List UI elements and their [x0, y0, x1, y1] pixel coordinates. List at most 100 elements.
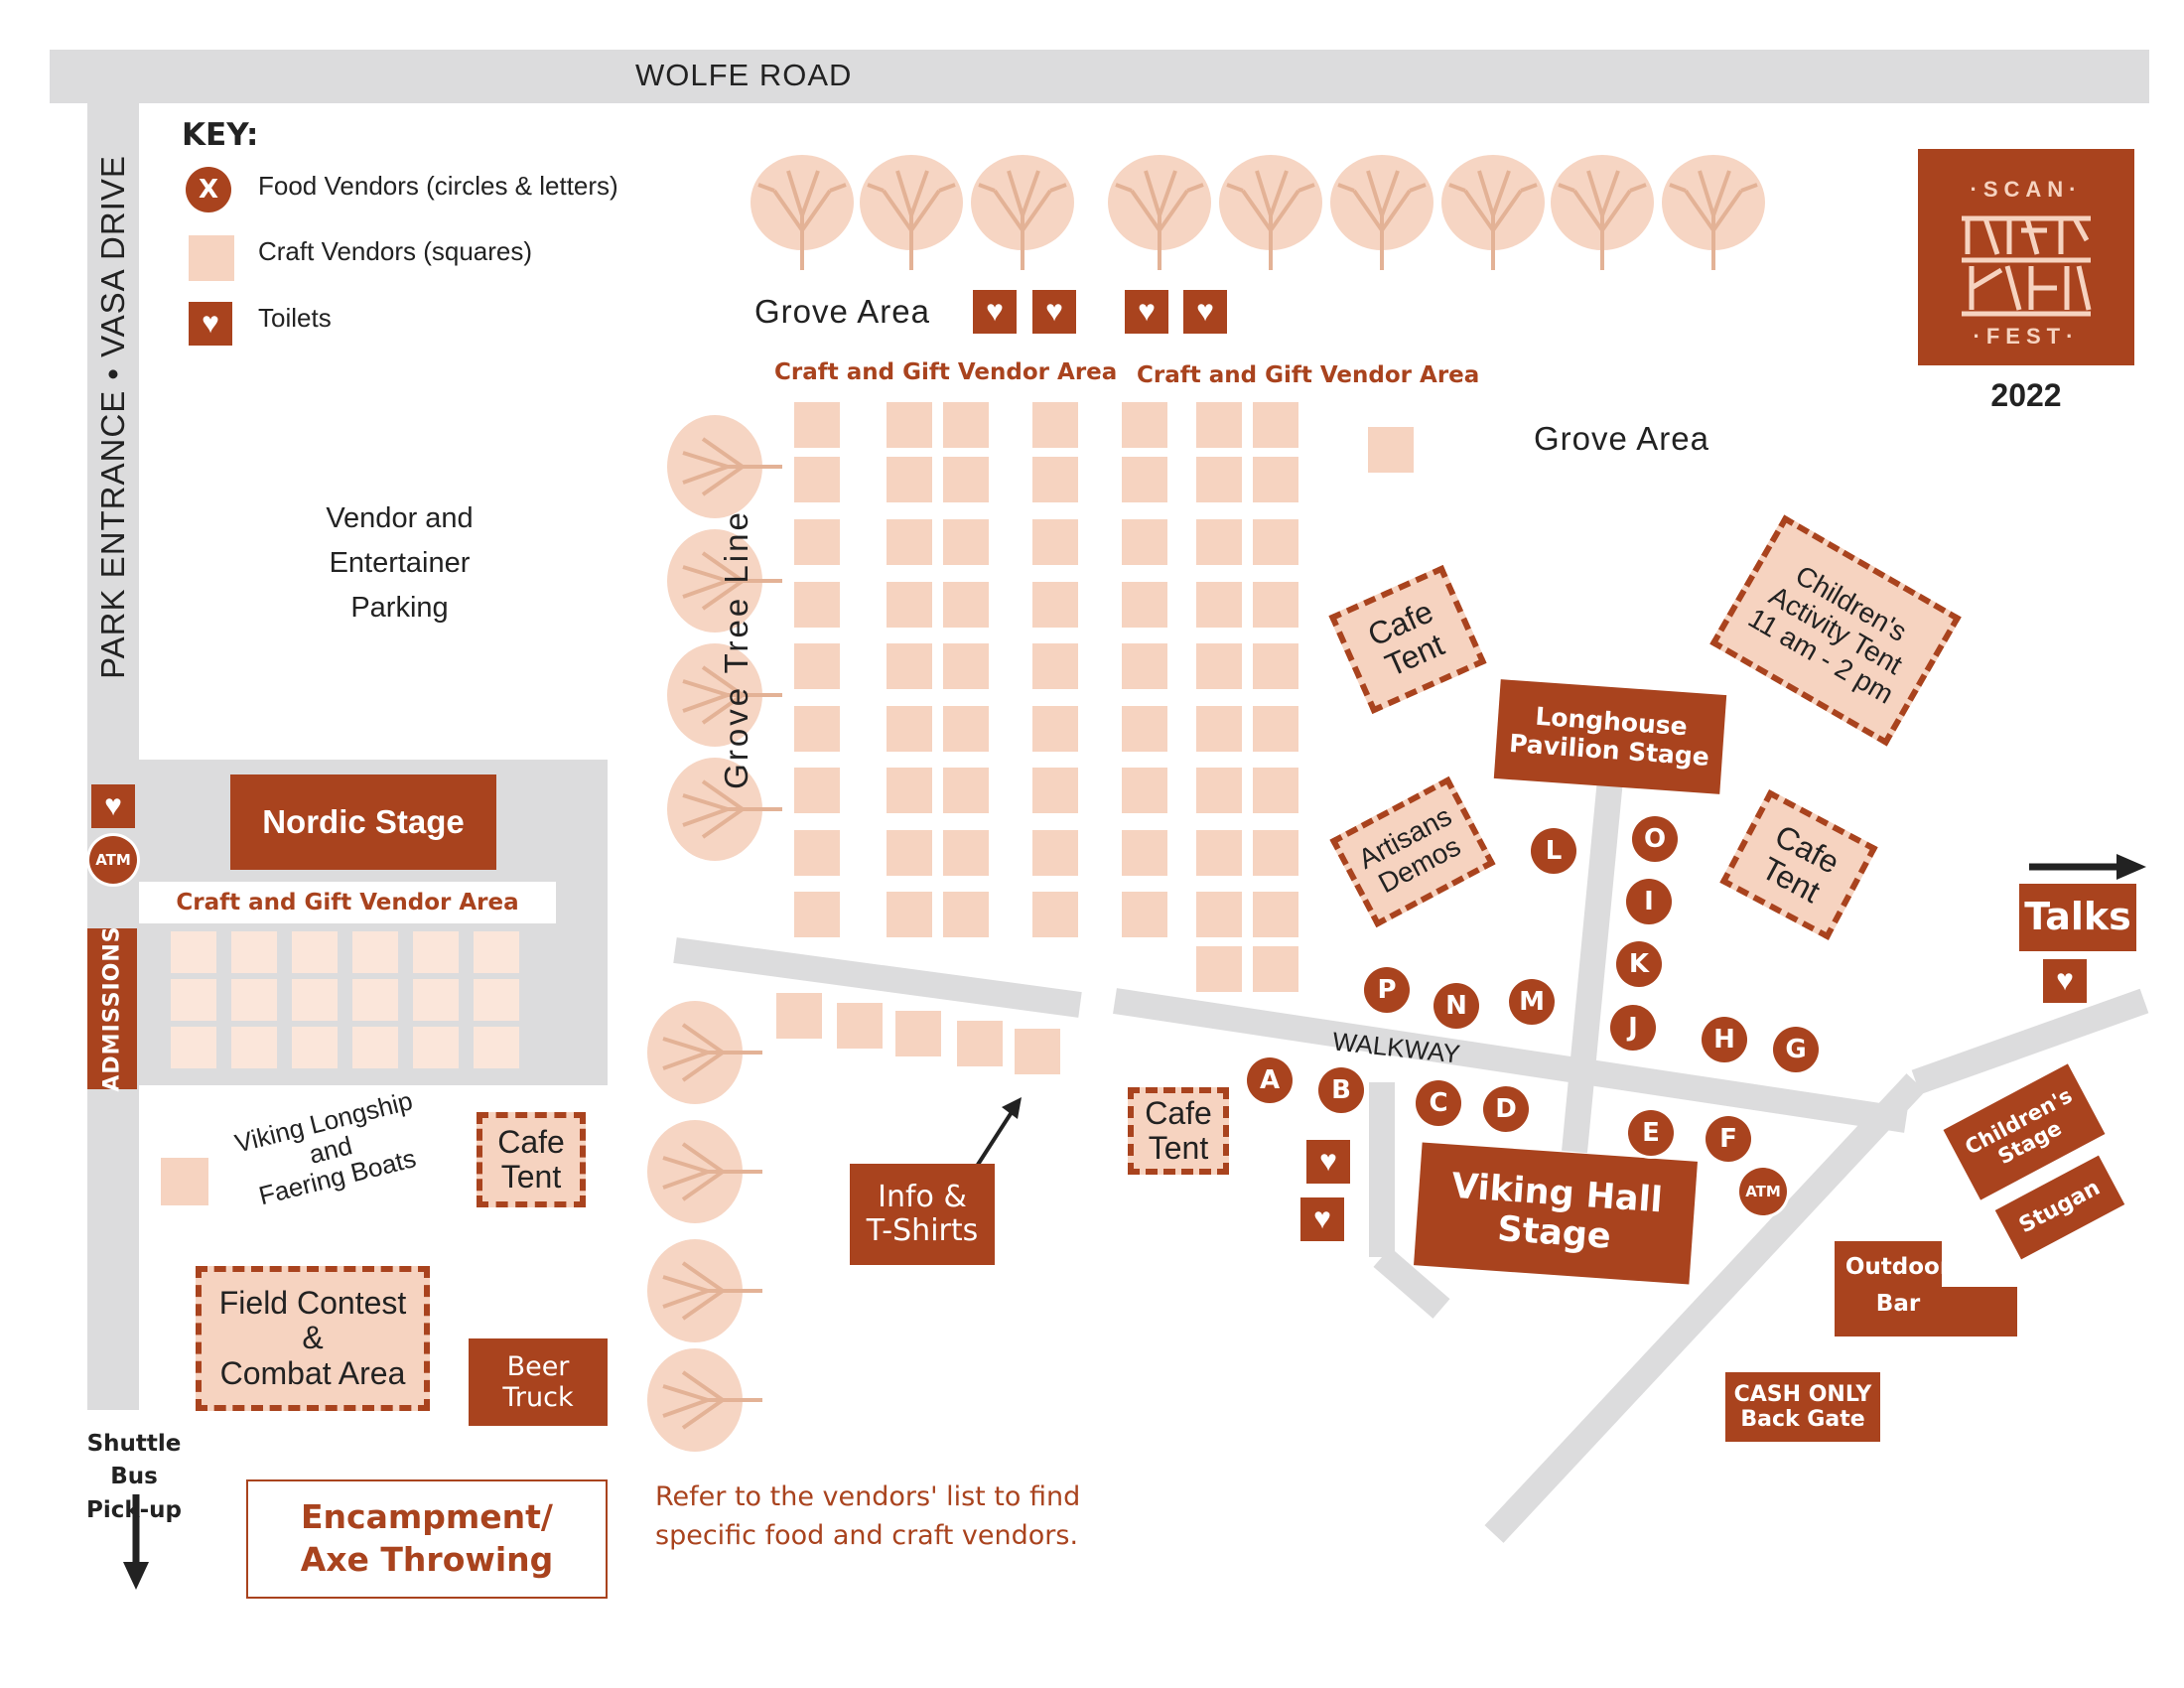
- food-vendor-h[interactable]: H: [1702, 1017, 1747, 1062]
- viking-hall-stage[interactable]: Viking Hall Stage: [1414, 1142, 1698, 1285]
- craft-vendor-square[interactable]: [1032, 582, 1078, 628]
- craft-vendor-square[interactable]: [794, 706, 840, 752]
- craft-vendor-square[interactable]: [943, 768, 989, 813]
- food-vendor-i[interactable]: I: [1626, 879, 1672, 924]
- admissions[interactable]: ADMISSIONS: [87, 925, 137, 1092]
- food-vendor-m[interactable]: M: [1509, 979, 1555, 1025]
- craft-vendor-square[interactable]: [1196, 582, 1242, 628]
- craft-vendor-square[interactable]: [943, 643, 989, 689]
- craft-vendor-square[interactable]: [1015, 1029, 1060, 1074]
- nordic-craft-square[interactable]: [352, 931, 398, 973]
- craft-vendor-square[interactable]: [1253, 830, 1298, 876]
- nordic-craft-square[interactable]: [413, 931, 459, 973]
- food-vendor-e[interactable]: E: [1628, 1110, 1674, 1156]
- craft-vendor-square[interactable]: [794, 457, 840, 502]
- craft-vendor-square[interactable]: [1253, 643, 1298, 689]
- food-vendor-k[interactable]: K: [1616, 941, 1662, 987]
- nordic-craft-square[interactable]: [231, 931, 277, 973]
- craft-vendor-square[interactable]: [943, 892, 989, 937]
- food-vendor-o[interactable]: O: [1632, 816, 1678, 862]
- craft-vendor-square[interactable]: [887, 402, 932, 448]
- nordic-craft-square[interactable]: [474, 979, 519, 1021]
- craft-vendor-square[interactable]: [887, 892, 932, 937]
- craft-vendor-square[interactable]: [1032, 643, 1078, 689]
- encampment-axe-throwing[interactable]: Encampment/ Axe Throwing: [246, 1479, 608, 1599]
- craft-vendor-square[interactable]: [1122, 892, 1167, 937]
- food-vendor-n[interactable]: N: [1433, 983, 1479, 1029]
- talks-venue[interactable]: Talks: [2019, 884, 2136, 951]
- craft-vendor-square[interactable]: [1196, 457, 1242, 502]
- craft-vendor-square[interactable]: [1122, 706, 1167, 752]
- food-vendor-f[interactable]: F: [1706, 1116, 1751, 1162]
- food-vendor-d[interactable]: D: [1483, 1086, 1529, 1132]
- craft-vendor-square[interactable]: [794, 892, 840, 937]
- craft-vendor-square[interactable]: [1368, 427, 1414, 473]
- craft-vendor-square[interactable]: [1196, 402, 1242, 448]
- craft-vendor-square[interactable]: [887, 582, 932, 628]
- food-vendor-l[interactable]: L: [1531, 828, 1576, 874]
- nordic-craft-square[interactable]: [413, 979, 459, 1021]
- food-vendor-j[interactable]: J: [1610, 1005, 1656, 1051]
- craft-vendor-square[interactable]: [1196, 643, 1242, 689]
- craft-vendor-square[interactable]: [794, 519, 840, 565]
- craft-vendor-square[interactable]: [887, 830, 932, 876]
- cash-only-back-gate[interactable]: CASH ONLY Back Gate: [1725, 1372, 1880, 1442]
- beer-truck[interactable]: Beer Truck: [469, 1338, 608, 1426]
- food-vendor-c[interactable]: C: [1416, 1080, 1461, 1126]
- cafe-tent-4[interactable]: Cafe Tent: [1128, 1087, 1229, 1175]
- nordic-craft-square[interactable]: [292, 1027, 338, 1068]
- craft-vendor-square[interactable]: [1122, 519, 1167, 565]
- craft-vendor-square[interactable]: [1122, 402, 1167, 448]
- nordic-craft-square[interactable]: [474, 931, 519, 973]
- nordic-craft-square[interactable]: [413, 1027, 459, 1068]
- craft-vendor-square[interactable]: [1122, 768, 1167, 813]
- craft-vendor-square[interactable]: [1122, 643, 1167, 689]
- info-tshirts[interactable]: Info & T-Shirts: [850, 1164, 995, 1265]
- craft-vendor-square[interactable]: [794, 643, 840, 689]
- craft-vendor-square[interactable]: [1032, 402, 1078, 448]
- craft-vendor-square[interactable]: [943, 830, 989, 876]
- craft-vendor-square[interactable]: [1032, 830, 1078, 876]
- nordic-craft-square[interactable]: [352, 979, 398, 1021]
- craft-vendor-square[interactable]: [1032, 519, 1078, 565]
- craft-vendor-square[interactable]: [943, 582, 989, 628]
- nordic-craft-square[interactable]: [171, 931, 216, 973]
- food-vendor-p[interactable]: P: [1364, 967, 1410, 1013]
- craft-vendor-square[interactable]: [1032, 457, 1078, 502]
- nordic-stage[interactable]: Nordic Stage: [230, 774, 496, 870]
- craft-vendor-square[interactable]: [887, 643, 932, 689]
- food-vendor-g[interactable]: G: [1773, 1027, 1819, 1072]
- nordic-craft-square[interactable]: [171, 979, 216, 1021]
- food-vendor-a[interactable]: A: [1247, 1057, 1293, 1103]
- craft-vendor-square[interactable]: [837, 1003, 883, 1049]
- outdoor-bar[interactable]: [1835, 1241, 1942, 1336]
- nordic-craft-square[interactable]: [292, 979, 338, 1021]
- craft-vendor-square[interactable]: [794, 830, 840, 876]
- craft-vendor-square[interactable]: [1196, 946, 1242, 992]
- cafe-tent-1[interactable]: Cafe Tent: [477, 1112, 586, 1207]
- craft-vendor-square[interactable]: [1032, 768, 1078, 813]
- craft-vendor-square[interactable]: [1253, 946, 1298, 992]
- craft-vendor-square[interactable]: [1253, 892, 1298, 937]
- food-vendor-b[interactable]: B: [1318, 1067, 1364, 1113]
- nordic-craft-square[interactable]: [231, 1027, 277, 1068]
- craft-vendor-square[interactable]: [1196, 519, 1242, 565]
- craft-vendor-square[interactable]: [794, 582, 840, 628]
- craft-vendor-square[interactable]: [1196, 768, 1242, 813]
- craft-vendor-square[interactable]: [1122, 457, 1167, 502]
- craft-vendor-square[interactable]: [1122, 830, 1167, 876]
- nordic-craft-square[interactable]: [171, 1027, 216, 1068]
- craft-vendor-square[interactable]: [1253, 402, 1298, 448]
- craft-vendor-square[interactable]: [1253, 768, 1298, 813]
- craft-vendor-square[interactable]: [794, 402, 840, 448]
- craft-vendor-square[interactable]: [887, 519, 932, 565]
- craft-vendor-square[interactable]: [1122, 582, 1167, 628]
- craft-vendor-square[interactable]: [1253, 582, 1298, 628]
- craft-vendor-square[interactable]: [776, 993, 822, 1039]
- craft-vendor-square[interactable]: [943, 457, 989, 502]
- craft-vendor-square[interactable]: [957, 1021, 1003, 1066]
- nordic-craft-square[interactable]: [231, 979, 277, 1021]
- craft-vendor-square[interactable]: [887, 457, 932, 502]
- nordic-craft-square[interactable]: [352, 1027, 398, 1068]
- nordic-craft-square[interactable]: [292, 931, 338, 973]
